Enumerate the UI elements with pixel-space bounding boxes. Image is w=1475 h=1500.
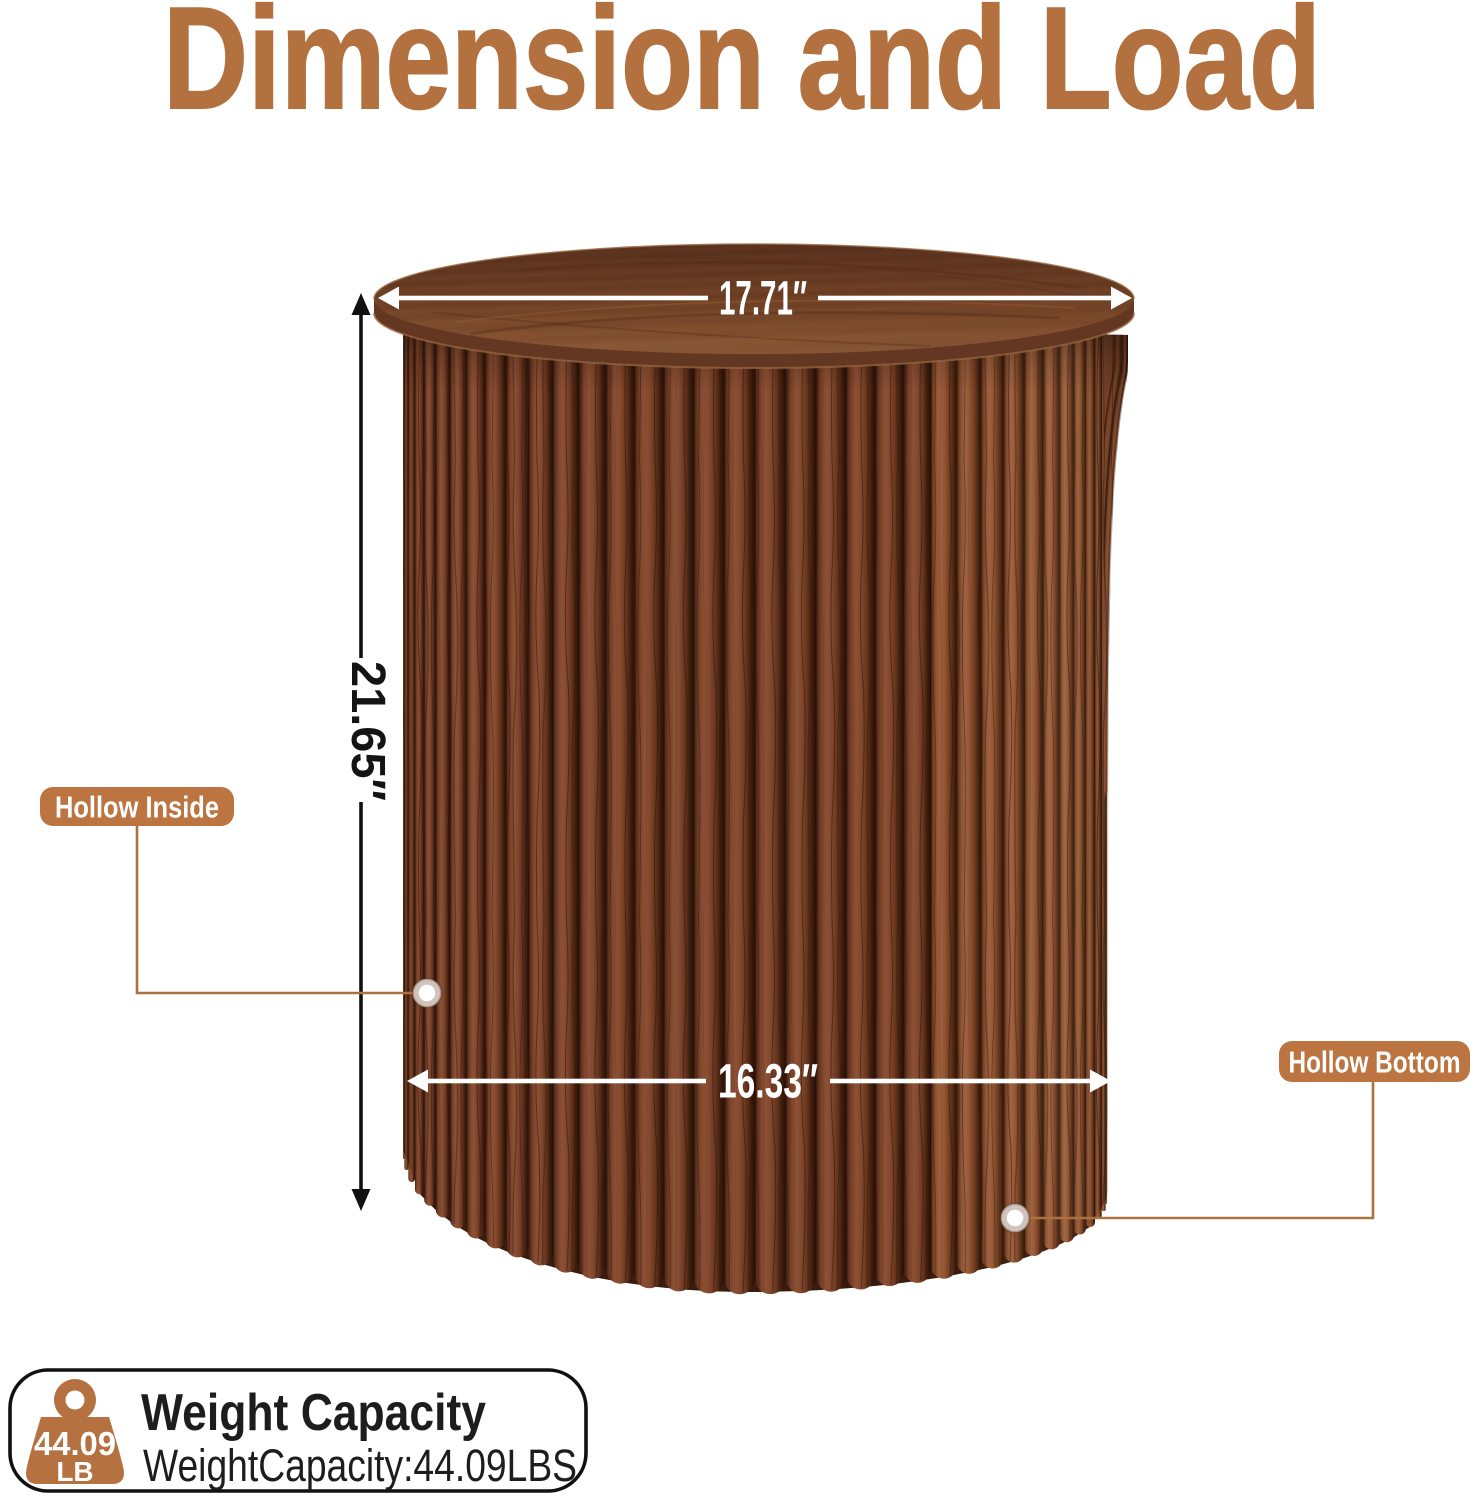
svg-text:44.09: 44.09 bbox=[34, 1425, 116, 1462]
svg-text:17.71″: 17.71″ bbox=[719, 273, 807, 326]
svg-text:WeightCapacity:44.09LBS: WeightCapacity:44.09LBS bbox=[143, 1440, 577, 1491]
svg-text:LB: LB bbox=[56, 1456, 93, 1487]
svg-text:Hollow Inside: Hollow Inside bbox=[55, 790, 219, 825]
svg-text:Hollow Bottom: Hollow Bottom bbox=[1289, 1045, 1461, 1080]
svg-text:16.33″: 16.33″ bbox=[718, 1056, 818, 1109]
svg-text:21.65″: 21.65″ bbox=[341, 661, 394, 801]
svg-text:Weight Capacity: Weight Capacity bbox=[141, 1384, 486, 1442]
svg-text:Dimension and Load: Dimension and Load bbox=[163, 0, 1321, 139]
